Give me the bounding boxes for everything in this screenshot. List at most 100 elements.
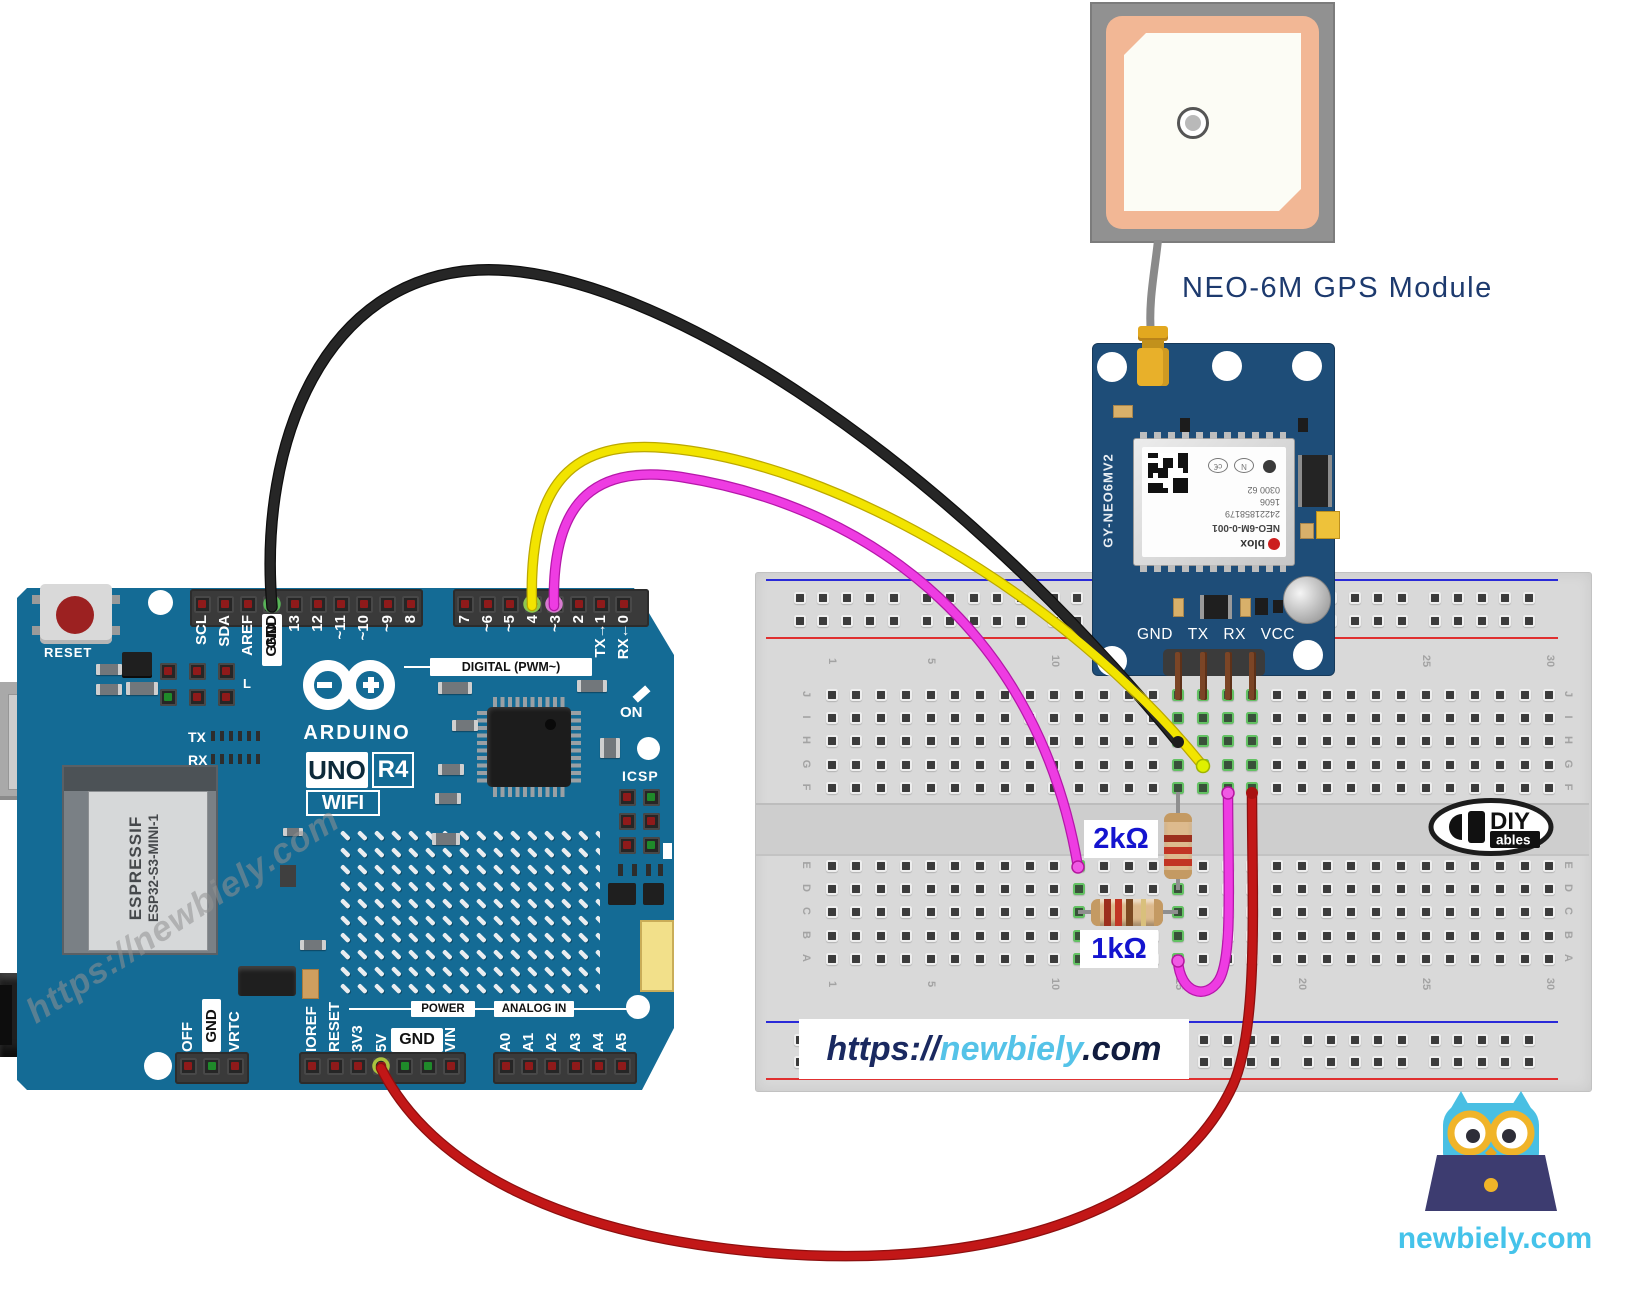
resistor-2k-value: 2kΩ [1084, 820, 1158, 858]
icsp-pin [642, 812, 660, 830]
rail-hole [793, 591, 806, 604]
hole-C10 [1048, 905, 1061, 918]
hole-F28 [1493, 781, 1506, 794]
hole-C28 [1493, 905, 1506, 918]
led-grid-pin [188, 662, 206, 680]
rail-hole [1372, 614, 1384, 627]
gps-mount-hole [1292, 351, 1322, 381]
pin-label-8: 8 [401, 615, 419, 624]
rail-hole [1198, 1033, 1210, 1046]
pin-12 [309, 595, 327, 613]
hole-G4 [899, 758, 912, 771]
pin-7 [456, 595, 474, 613]
hole-F12 [1097, 781, 1110, 794]
pin-label-ioref: IOREF [303, 1006, 320, 1052]
gps-antenna [1090, 2, 1335, 243]
smd-ic [280, 865, 296, 887]
column-number: 30 [1543, 654, 1556, 668]
hole-J27 [1469, 688, 1481, 701]
hole-D6 [949, 882, 962, 895]
rail-hole [1452, 1055, 1464, 1068]
hole-G20 [1295, 758, 1308, 771]
pin-SCL [193, 595, 211, 613]
hole-D20 [1295, 882, 1308, 895]
rail-hole [1268, 1033, 1281, 1046]
antenna-ceramic [1124, 33, 1301, 211]
hole-J24 [1394, 688, 1407, 701]
hole-G25 [1419, 758, 1432, 771]
ublox-logo: blox [1210, 537, 1280, 551]
chip-model: NEO-6M-0-001 [1212, 522, 1280, 533]
row-letter: A [1562, 954, 1574, 962]
hole-I24 [1394, 711, 1407, 724]
sma-connector [1136, 326, 1170, 388]
power-pin [419, 1057, 437, 1075]
hole-D8 [998, 882, 1011, 895]
gps-board-id: GY-NEO6MV2 [1100, 453, 1116, 548]
smd-part [1255, 598, 1268, 615]
hole-I19 [1271, 711, 1283, 724]
column-number: 1 [826, 980, 838, 988]
hole-E24 [1394, 859, 1407, 872]
hole-H13 [1122, 734, 1135, 747]
hole-F23 [1370, 781, 1382, 794]
hole-A24 [1394, 952, 1407, 965]
row-letter: I [800, 715, 812, 719]
hole-A6 [949, 952, 962, 965]
rail-hole [864, 591, 876, 604]
pin-label-a0: A0 [497, 1032, 514, 1052]
rail-hole [1428, 1033, 1441, 1046]
hole-G5 [924, 758, 937, 771]
hole-D1 [825, 882, 838, 895]
smd-part [1273, 600, 1283, 613]
rail-hole [1071, 591, 1083, 604]
hole-I20 [1295, 711, 1308, 724]
hole-F7 [974, 781, 986, 794]
smd-part [438, 764, 464, 775]
hole-G30 [1543, 758, 1556, 771]
model-r4: R4 [372, 752, 414, 788]
pin-9 [379, 595, 397, 613]
hole-B2 [850, 929, 863, 942]
rail-hole [1198, 1055, 1210, 1068]
hole-G6 [949, 758, 962, 771]
pin-label-3: ~3 [546, 615, 564, 633]
pad [238, 731, 242, 741]
rail-hole [1499, 614, 1511, 627]
pin-label-3v3: 3V3 [349, 1025, 367, 1052]
gps-mount-hole [1293, 640, 1323, 670]
hole-E2 [850, 859, 863, 872]
hole-I30 [1543, 711, 1556, 724]
pin-label-vin: VIN [442, 1026, 460, 1052]
hole-F1 [825, 781, 838, 794]
hole-F19 [1271, 781, 1283, 794]
pin-label-a1: A1 [520, 1032, 538, 1052]
pad [247, 731, 251, 741]
rail-hole [1428, 1055, 1441, 1068]
pin-label-RX0: RX←0 [614, 615, 632, 660]
hole-E12 [1097, 859, 1110, 872]
rail-hole [1522, 1055, 1535, 1068]
hole-C5 [924, 905, 937, 918]
hole-D16 [1196, 882, 1209, 895]
rail-hole [887, 591, 900, 604]
hole-H7 [974, 734, 986, 747]
hole-E3 [875, 859, 887, 872]
gps-mount-hole [1097, 352, 1127, 382]
rail-hole [1475, 614, 1488, 627]
rail-hole [864, 614, 876, 627]
pin-AREF [239, 595, 257, 613]
rail-hole [1047, 614, 1060, 627]
smd-cap [1240, 598, 1251, 617]
hole-B15 [1172, 929, 1184, 942]
pin-a2 [543, 1057, 561, 1075]
gps-pin-label-gnd: GND [1137, 626, 1173, 643]
hole-G7 [974, 758, 986, 771]
rail-hole [1395, 1033, 1408, 1046]
gps-pin-label-tx: TX [1187, 626, 1209, 643]
column-number: 30 [1543, 977, 1556, 991]
url-name: newbiely [939, 1030, 1083, 1068]
hatch-pattern [337, 827, 600, 1000]
hole-J3 [875, 688, 887, 701]
